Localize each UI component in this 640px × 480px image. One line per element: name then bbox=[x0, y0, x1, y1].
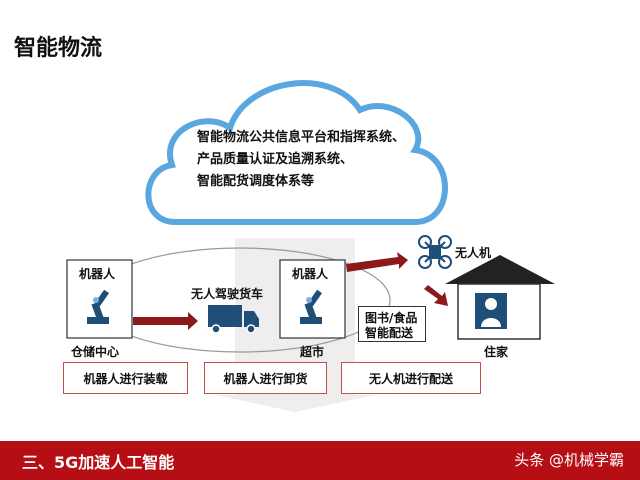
delivery-box: 图书/食品 智能配送 bbox=[358, 306, 426, 342]
truck-label: 无人驾驶货车 bbox=[191, 287, 264, 301]
cloud-shape bbox=[145, 80, 448, 225]
arrow-drone-to-house bbox=[424, 285, 448, 306]
truck-icon bbox=[208, 305, 259, 334]
delivery-line-1: 图书/食品 bbox=[365, 311, 418, 325]
cloud-line-3: 智能配货调度体系等 bbox=[197, 174, 315, 189]
watermark: 头条 @机械学霸 bbox=[514, 451, 624, 469]
supermarket-caption: 超市 bbox=[300, 345, 325, 359]
flow-arrows bbox=[133, 252, 448, 330]
cloud-line-2: 产品质量认证及追溯系统、 bbox=[197, 152, 354, 167]
robot1-label: 机器人 bbox=[79, 267, 116, 281]
drone-icon bbox=[418, 235, 452, 269]
footer-banner bbox=[0, 441, 640, 480]
robot2-label: 机器人 bbox=[292, 267, 329, 281]
house-caption: 住家 bbox=[484, 345, 509, 359]
drone-label: 无人机 bbox=[455, 246, 492, 260]
step-load: 机器人进行装载 bbox=[63, 362, 188, 394]
arrow-warehouse-to-truck bbox=[133, 312, 198, 330]
step-unload: 机器人进行卸货 bbox=[204, 362, 327, 394]
cloud-line-1: 智能物流公共信息平台和指挥系统、 bbox=[197, 130, 406, 145]
step-deliver: 无人机进行配送 bbox=[341, 362, 481, 394]
robot-arm-icon-1 bbox=[87, 289, 110, 324]
cloud-text: 智能物流公共信息平台和指挥系统、 产品质量认证及追溯系统、 智能配货调度体系等 bbox=[197, 127, 405, 193]
robot-arm-icon-2 bbox=[300, 289, 323, 324]
warehouse-caption: 仓储中心 bbox=[71, 345, 120, 359]
section-title: 三、5G加速人工智能 bbox=[22, 453, 175, 472]
arrow-supermarket-to-drone bbox=[346, 252, 408, 272]
page-title: 智能物流 bbox=[14, 36, 103, 61]
delivery-line-2: 智能配送 bbox=[365, 326, 414, 340]
house-icon bbox=[445, 255, 555, 340]
